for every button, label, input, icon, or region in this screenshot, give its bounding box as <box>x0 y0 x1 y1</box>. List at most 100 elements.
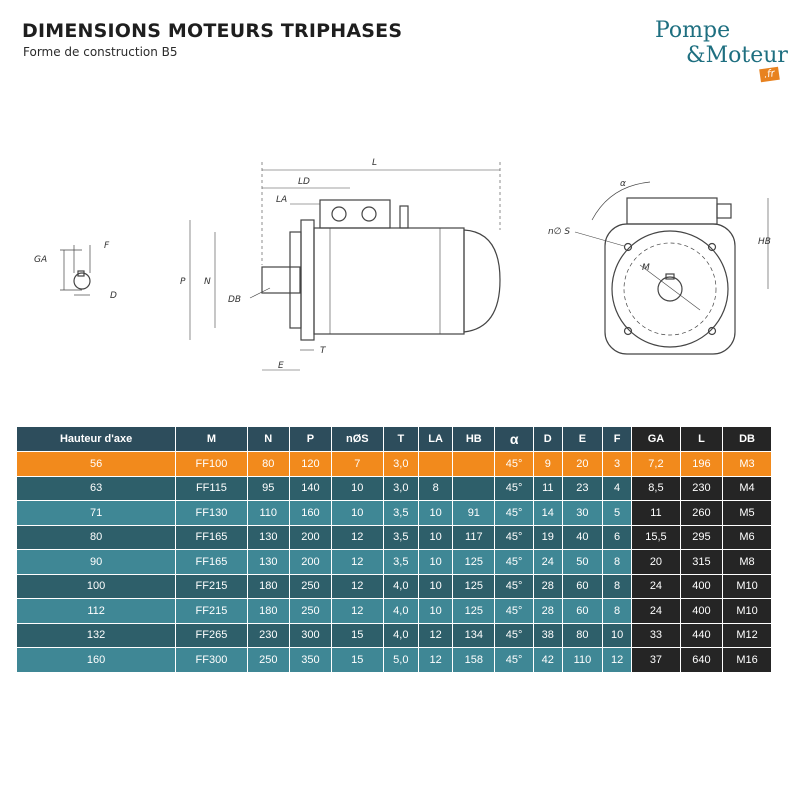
table-cell: 4 <box>602 475 633 501</box>
table-cell: 91 <box>452 500 496 525</box>
table-cell: 250 <box>247 647 290 672</box>
label-LD: LD <box>298 177 310 187</box>
table-cell: 110 <box>562 647 604 672</box>
label-alpha: α <box>620 179 626 189</box>
table-cell: 60 <box>562 598 604 623</box>
table-cell <box>452 451 496 476</box>
table-cell: 15 <box>331 622 384 648</box>
table-cell: 125 <box>452 573 496 599</box>
table-cell: 130 <box>247 549 290 574</box>
table-cell: 10 <box>331 500 384 525</box>
table-cell: 24 <box>533 549 563 574</box>
table-cell: 100 <box>17 573 177 599</box>
table-cell: 24 <box>631 598 681 623</box>
table-cell: 45° <box>494 622 534 648</box>
logo-line-2: &Moteur <box>686 43 788 68</box>
column-header: F <box>602 427 633 452</box>
label-nS: n∅ S <box>548 227 570 237</box>
table-cell: 10 <box>418 598 454 623</box>
table-cell: 15,5 <box>631 524 681 550</box>
table-cell: 7 <box>331 451 384 476</box>
table-cell: 12 <box>331 524 384 550</box>
table-cell: 400 <box>680 573 724 599</box>
table-cell: 12 <box>331 573 384 599</box>
column-header: N <box>247 427 290 452</box>
table-cell: FF215 <box>175 598 248 623</box>
table-cell: 50 <box>562 549 604 574</box>
page-title: DIMENSIONS MOTEURS TRIPHASES <box>22 20 403 42</box>
table-cell: 160 <box>289 500 333 525</box>
table-cell: 140 <box>289 475 333 501</box>
table-cell: 315 <box>680 549 724 574</box>
table-cell: 440 <box>680 622 724 648</box>
label-D: D <box>110 291 117 301</box>
table-cell: M8 <box>722 549 772 574</box>
table-cell: 117 <box>452 524 496 550</box>
logo-line-1: Pompe <box>655 18 731 43</box>
label-DB: DB <box>228 295 241 305</box>
table-cell: 125 <box>452 598 496 623</box>
table-cell: 640 <box>680 647 724 672</box>
table-cell: 132 <box>17 622 177 648</box>
table-cell: 30 <box>562 500 604 525</box>
table-cell: M12 <box>722 622 772 648</box>
table-cell: 120 <box>289 451 333 476</box>
table-cell: M10 <box>722 573 772 599</box>
label-M: M <box>642 263 650 273</box>
table-cell: FF115 <box>175 475 248 501</box>
table-cell: 40 <box>562 524 604 550</box>
table-cell: 5,0 <box>383 647 420 672</box>
table-cell: 12 <box>331 598 384 623</box>
table-cell: 3,0 <box>383 475 420 501</box>
column-header: P <box>289 427 333 452</box>
table-cell: 45° <box>494 573 534 599</box>
table-cell: 9 <box>533 451 563 476</box>
table-cell: 45° <box>494 647 534 672</box>
table-cell: 112 <box>17 598 177 623</box>
table-cell: M4 <box>722 475 772 501</box>
table-cell: 90 <box>17 549 177 574</box>
table-cell: FF300 <box>175 647 248 672</box>
table-cell <box>452 475 496 501</box>
table-cell: 230 <box>247 622 290 648</box>
table-cell: 12 <box>418 622 454 648</box>
table-cell: 3 <box>602 451 633 476</box>
column-header: E <box>562 427 604 452</box>
table-cell: 11 <box>533 475 563 501</box>
table-cell: 260 <box>680 500 724 525</box>
column-header: T <box>383 427 420 452</box>
table-cell: 125 <box>452 549 496 574</box>
table-cell: 3,5 <box>383 500 420 525</box>
table-cell: 3,0 <box>383 451 420 476</box>
table-cell: 250 <box>289 598 333 623</box>
table-cell: 3,5 <box>383 524 420 550</box>
column-header: α <box>494 427 534 452</box>
label-GA: GA <box>34 255 47 265</box>
table-cell: 11 <box>631 500 681 525</box>
table-cell: 350 <box>289 647 333 672</box>
table-cell: 196 <box>680 451 724 476</box>
table-cell: 28 <box>533 573 563 599</box>
table-cell: 19 <box>533 524 563 550</box>
table-cell: 24 <box>631 573 681 599</box>
label-T: T <box>320 346 327 356</box>
table-cell: 230 <box>680 475 724 501</box>
table-cell: 15 <box>331 647 384 672</box>
table-cell: FF165 <box>175 549 248 574</box>
table-cell: FF215 <box>175 573 248 599</box>
table-cell: 8 <box>602 598 633 623</box>
table-cell: 10 <box>602 622 633 648</box>
table-cell: 7,2 <box>631 451 681 476</box>
table-cell: M5 <box>722 500 772 525</box>
page-subtitle: Forme de construction B5 <box>23 45 178 59</box>
table-cell: 8 <box>602 573 633 599</box>
table-cell: 56 <box>17 451 177 476</box>
table-cell: 60 <box>562 573 604 599</box>
column-header: HB <box>452 427 496 452</box>
table-cell: 38 <box>533 622 563 648</box>
